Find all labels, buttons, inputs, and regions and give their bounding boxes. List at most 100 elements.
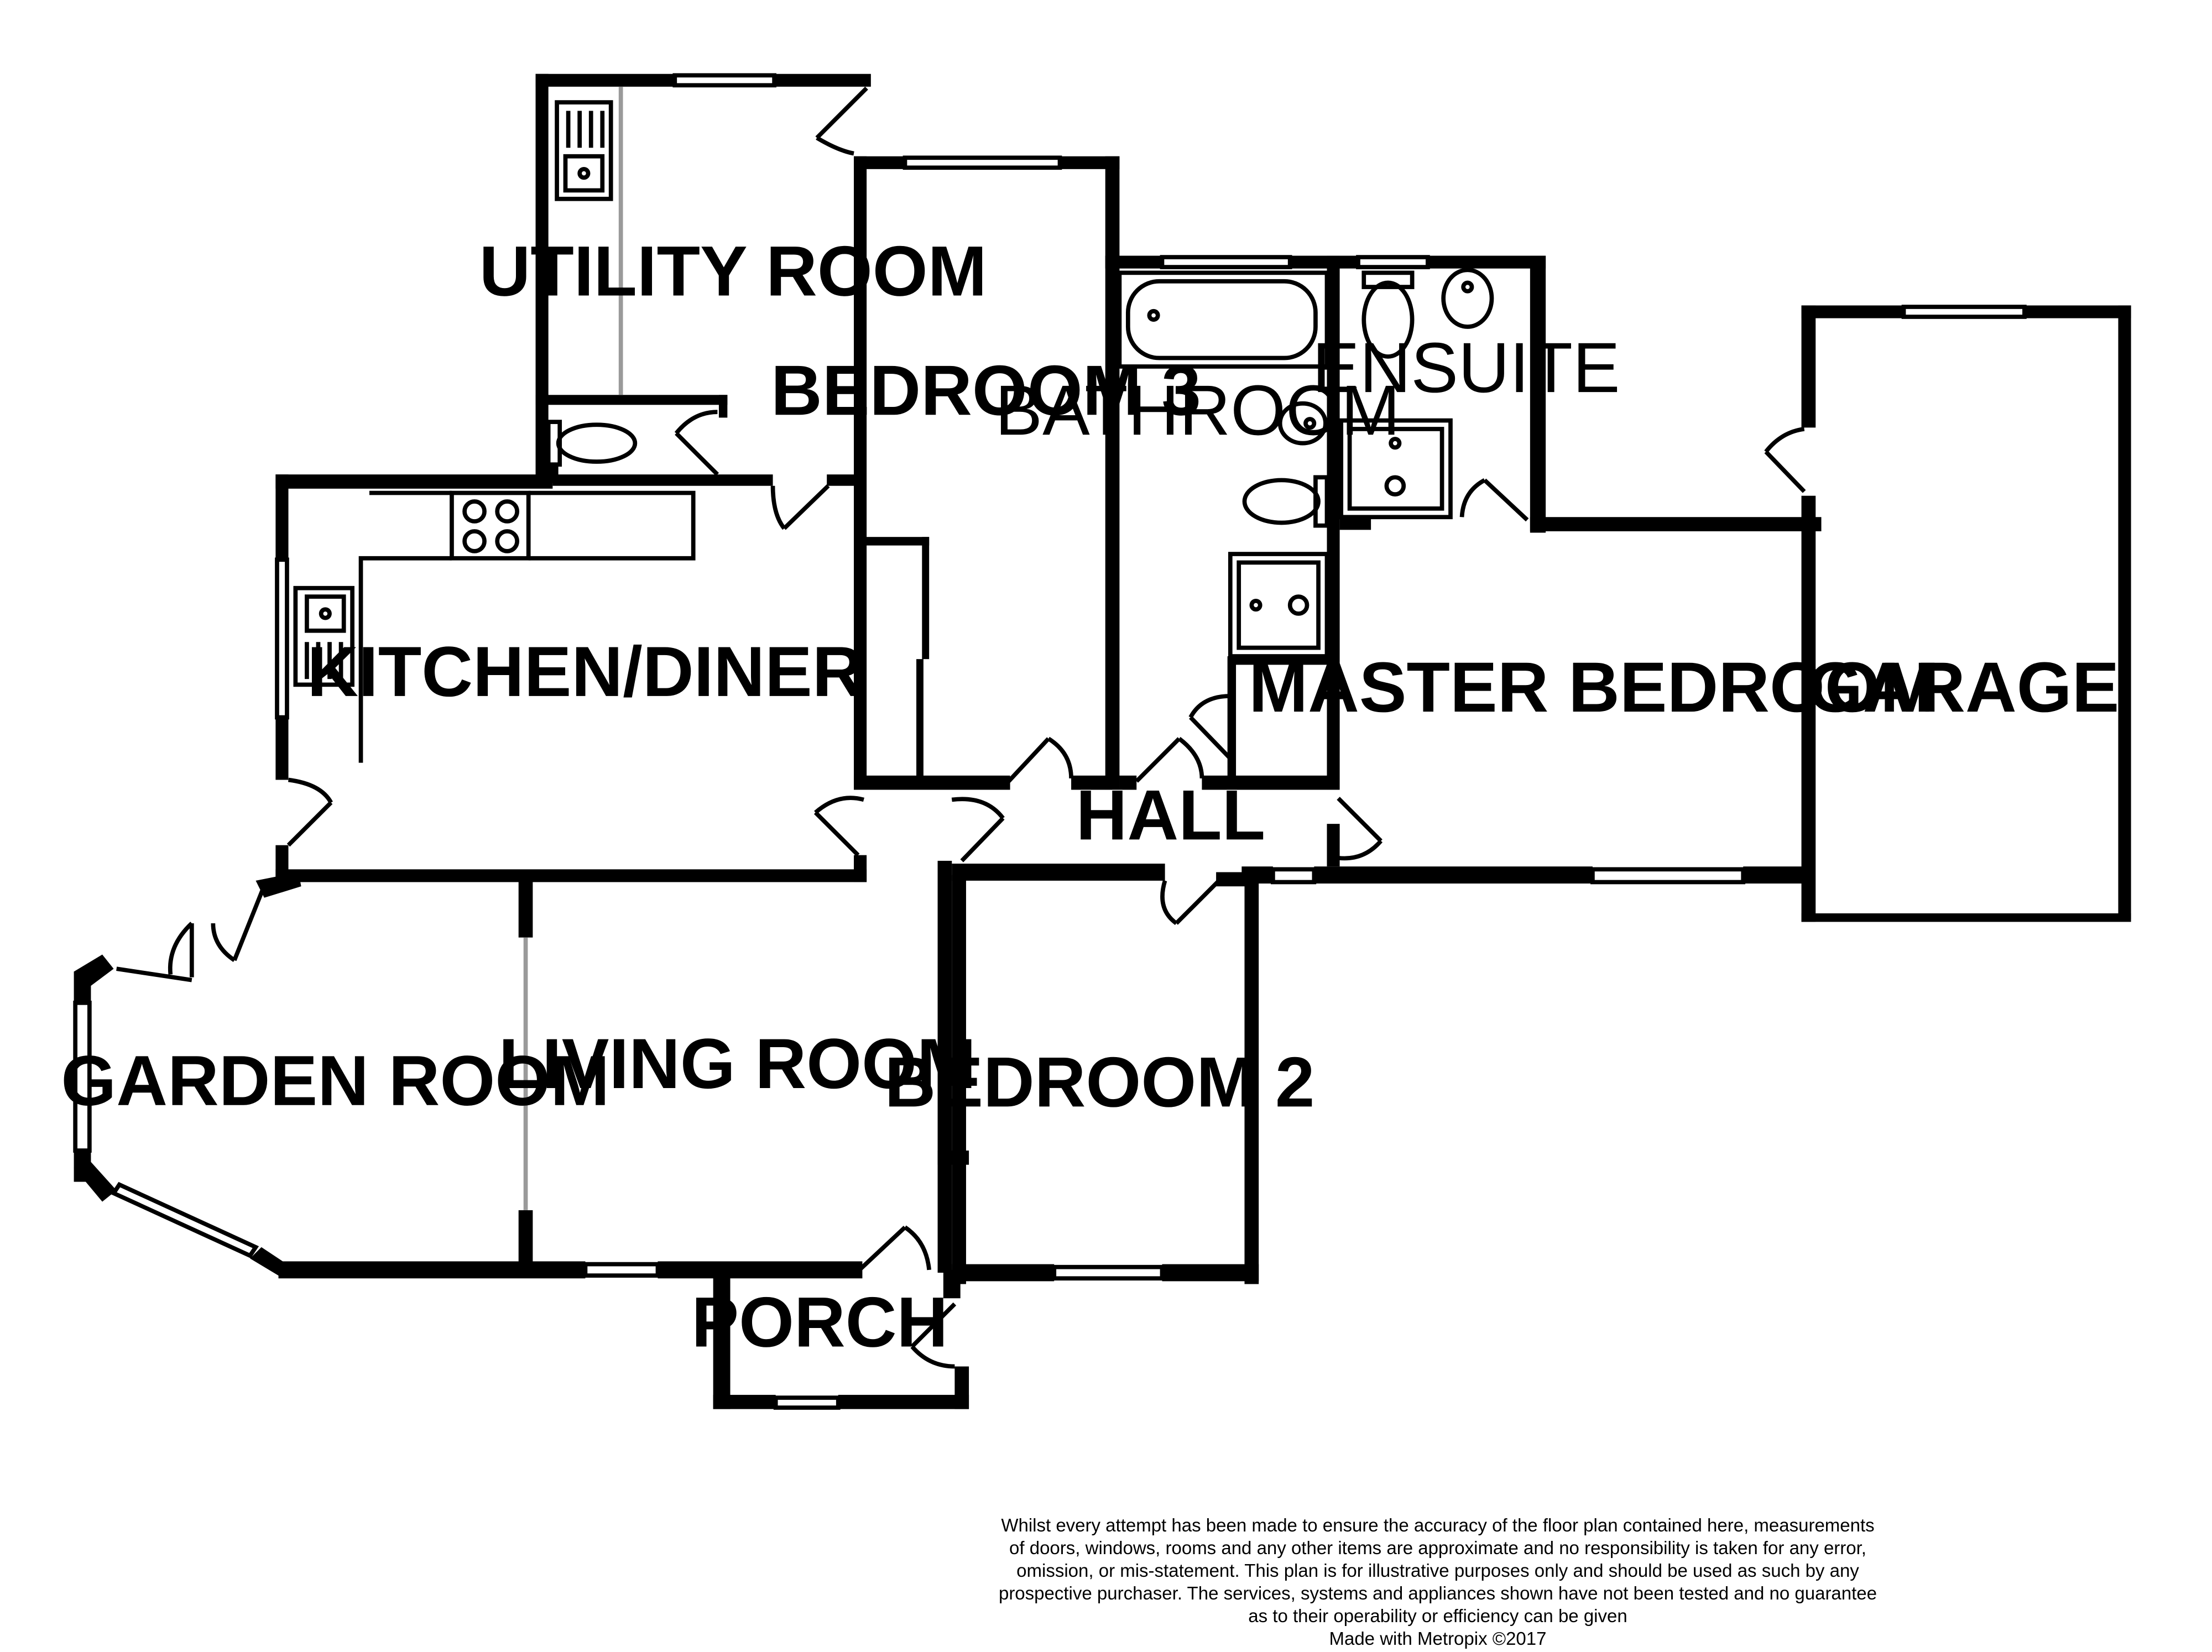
window (1901, 305, 2027, 319)
wall (1530, 517, 1822, 531)
door (1764, 450, 1806, 493)
door (286, 801, 333, 847)
sink-bowl (563, 154, 605, 193)
sink-drain (319, 607, 332, 620)
door (116, 966, 192, 982)
wall (952, 1264, 1055, 1282)
wall (1119, 775, 1137, 790)
bathroom-fixtures (1117, 270, 1329, 658)
door-swing (910, 1345, 955, 1369)
shower-icon (1228, 552, 1329, 658)
room-label-kitchen-diner: KITCHEN/DINER (307, 632, 863, 712)
shower-tray (1237, 560, 1321, 650)
wall (1801, 913, 2131, 922)
door-swing (770, 485, 786, 530)
room-label-garden-room: GARDEN ROOM (61, 1042, 609, 1121)
wall (1060, 156, 1120, 169)
utility-sink-icon (555, 100, 613, 201)
hob-ring (462, 529, 487, 553)
hob-ring (462, 499, 487, 524)
wall (718, 395, 728, 418)
wall (658, 1261, 863, 1279)
wall (278, 1261, 586, 1279)
door (232, 888, 265, 961)
wall (275, 717, 289, 780)
door (1337, 797, 1383, 843)
window (902, 155, 1062, 170)
door-swing (814, 796, 865, 814)
wall (275, 474, 553, 489)
wall (1105, 156, 1120, 790)
door (1007, 737, 1050, 783)
room-labels: UTILITY ROOM BEDROOM 3 BATHROOM ENSUITE … (61, 232, 2119, 1362)
wall (827, 474, 863, 486)
room-label-ensuite: ENSUITE (1312, 328, 1620, 407)
window (1160, 255, 1292, 269)
room-label-utility-room: UTILITY ROOM (479, 232, 987, 311)
shower-drain (1389, 437, 1402, 450)
wall (1801, 495, 1816, 922)
wall (943, 1269, 961, 1299)
door (782, 484, 830, 530)
wall (937, 1159, 952, 1273)
walls (74, 74, 2131, 1409)
disclaimer-line: as to their operability or efficiency ca… (1248, 1606, 1627, 1626)
sink-drain (577, 166, 591, 180)
door (813, 811, 860, 857)
wall (1339, 517, 1371, 530)
room-label-hall: HALL (1076, 776, 1265, 855)
toilet-cistern (1361, 270, 1415, 289)
disclaimer-line: omission, or mis-statement. This plan is… (1016, 1560, 1859, 1581)
wall (1227, 656, 1237, 790)
disclaimer-line: prospective purchaser. The services, sys… (998, 1583, 1877, 1603)
wall (255, 872, 301, 898)
window (1356, 255, 1430, 269)
wall (535, 74, 675, 87)
window (583, 1262, 660, 1278)
bath-icon (1117, 270, 1329, 369)
door (815, 86, 868, 140)
wall (74, 1162, 117, 1202)
disclaimer: Whilst every attempt has been made to en… (896, 1514, 1980, 1650)
shower-tray (1347, 427, 1444, 511)
window (672, 73, 776, 88)
window (1590, 867, 1746, 885)
shower-drain (1249, 598, 1262, 612)
wall (250, 1247, 287, 1276)
wall (713, 1269, 731, 1409)
windows (73, 73, 2027, 1410)
wall (863, 537, 930, 546)
wall (1162, 1264, 1259, 1282)
wall (1801, 305, 1816, 428)
door (910, 1302, 957, 1348)
door-swing (1764, 427, 1805, 453)
room-label-master-bedroom: MASTER BEDROOM (1249, 648, 1939, 727)
window (773, 1395, 841, 1410)
sink-icon (293, 585, 354, 687)
wall (1801, 305, 1904, 318)
shower-head (1287, 594, 1310, 616)
toilet-icon (1361, 280, 1415, 359)
wall (1105, 255, 1162, 269)
wall (1327, 824, 1340, 867)
basin-drain (1461, 280, 1474, 294)
basin-drain (1303, 417, 1317, 430)
wall (518, 877, 533, 938)
window (1271, 867, 1317, 885)
toilet-icon (1242, 478, 1321, 525)
door (1189, 715, 1232, 760)
wall (74, 971, 91, 1003)
door (1483, 478, 1529, 522)
door-swing (211, 923, 236, 962)
door (675, 431, 719, 476)
wall (713, 1394, 776, 1409)
door-swing (1177, 736, 1204, 779)
wall (2024, 305, 2131, 318)
wall (853, 156, 867, 790)
window (1052, 1264, 1165, 1281)
ensuite-fixtures (1339, 268, 1494, 520)
window (73, 1000, 92, 1153)
wall (1427, 255, 1546, 269)
toilet-cistern (1313, 475, 1329, 528)
